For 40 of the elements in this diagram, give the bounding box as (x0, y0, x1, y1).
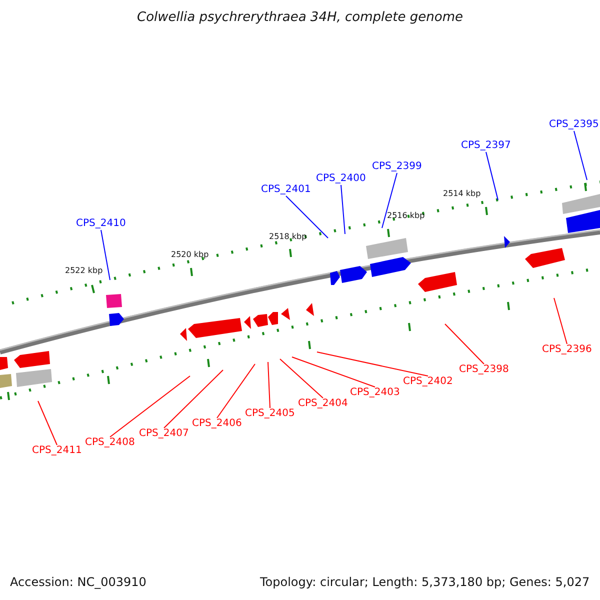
leader-line (316, 352, 428, 376)
gene-label: CPS_2406 (192, 419, 242, 429)
scale-label: 2518 kbp (269, 233, 307, 241)
gene-label: CPS_2402 (403, 377, 453, 387)
genome-info-text: Topology: circular; Length: 5,373,180 bp; Genes: 5,027 (260, 576, 590, 588)
gene-label: CPS_2407 (139, 429, 189, 439)
leader-line (268, 362, 270, 408)
gene-label: CPS_2398 (459, 365, 509, 375)
leader-line (38, 400, 58, 446)
leader-line (554, 298, 568, 344)
gene-label: CPS_2408 (85, 438, 135, 448)
leader-line (100, 230, 110, 280)
leader-line (216, 364, 256, 418)
leader-line (292, 356, 376, 388)
gene-label: CPS_2397 (461, 141, 511, 151)
leader-line (382, 172, 398, 228)
gene-label: CPS_2403 (350, 388, 400, 398)
leader-line (340, 184, 346, 234)
leader-line (574, 130, 588, 180)
gene-label: CPS_2405 (245, 409, 295, 419)
leader-line (280, 358, 324, 398)
scale-label: 2516 kbp (387, 212, 425, 220)
scale-label: 2514 kbp (443, 190, 481, 198)
leader-line (164, 370, 224, 428)
leader-line (286, 196, 328, 238)
accession-text: Accession: NC_003910 (10, 576, 146, 588)
scale-label: 2522 kbp (65, 267, 103, 275)
leader-line (110, 376, 190, 438)
gene-label: CPS_2395 (549, 120, 599, 130)
title: Colwellia psychrerythraea 34H, complete genome (137, 11, 463, 24)
gene-label: CPS_2411 (32, 446, 82, 456)
gene-label: CPS_2396 (542, 345, 592, 355)
gene-label: CPS_2399 (372, 162, 422, 172)
scale-label: 2520 kbp (171, 251, 209, 259)
gene-label: CPS_2404 (298, 399, 348, 409)
leader-line (486, 152, 498, 200)
gene-label: CPS_2400 (316, 174, 366, 184)
gene-label: CPS_2401 (261, 185, 311, 195)
gene-label: CPS_2410 (76, 219, 126, 229)
leader-line (444, 324, 484, 364)
